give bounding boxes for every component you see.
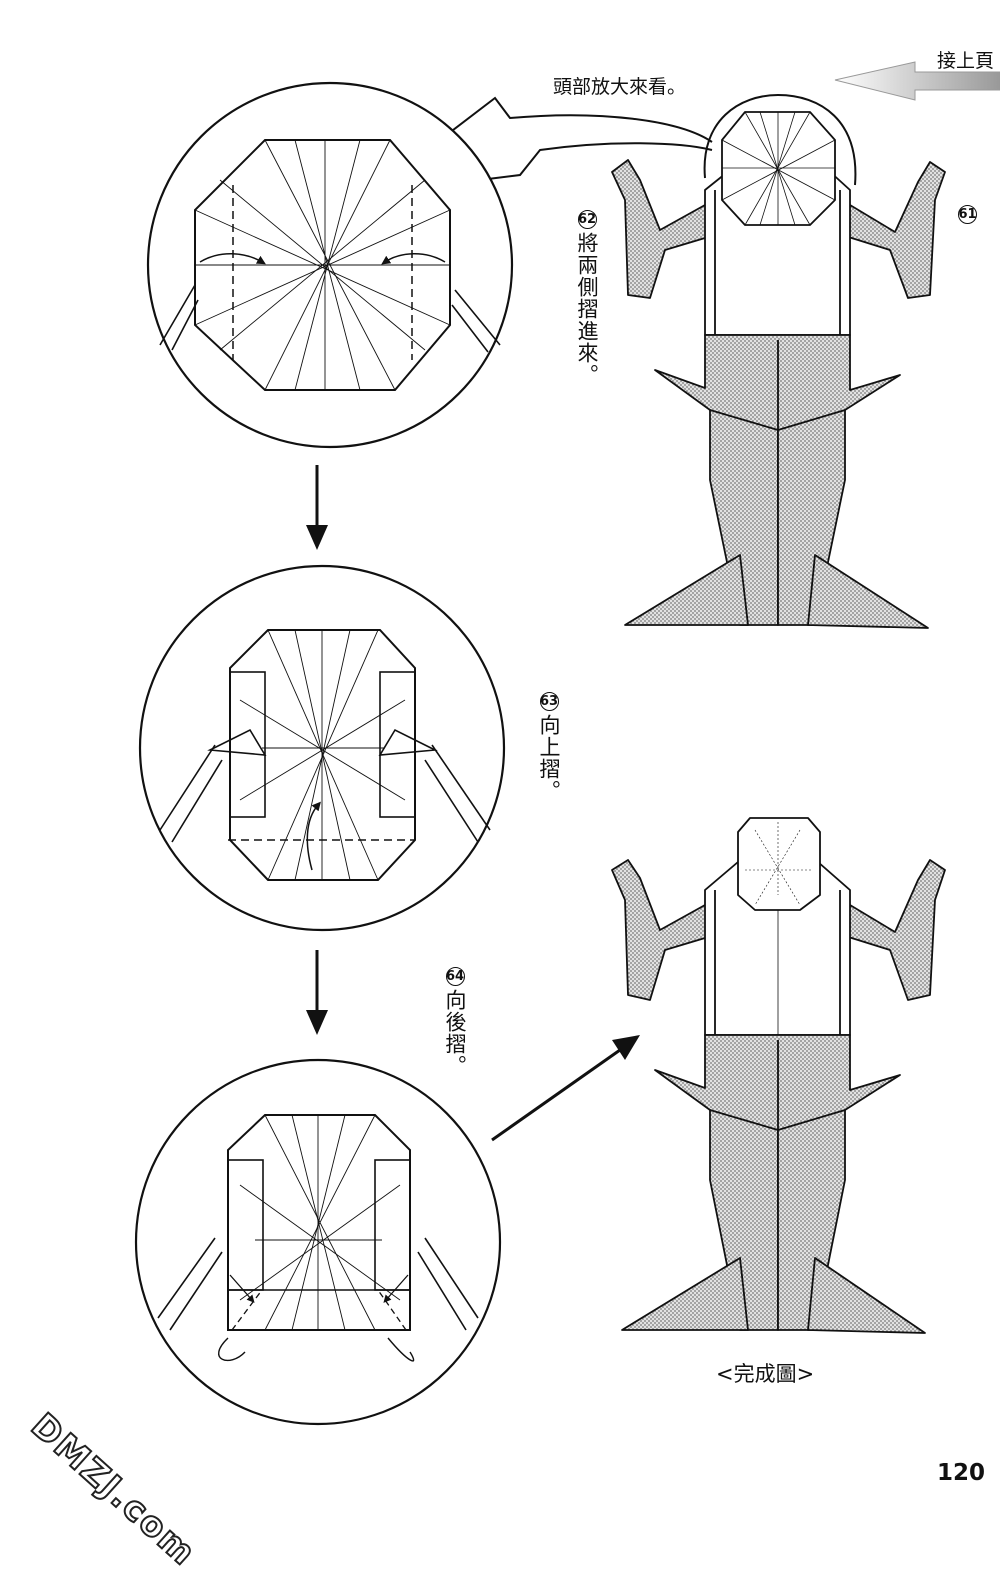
head-zoom-arc xyxy=(703,93,857,186)
step-instruction: 向後摺。 xyxy=(443,989,467,1077)
step-number-badge: 64 xyxy=(445,967,465,986)
arrow-down-icon xyxy=(306,950,328,1035)
continue-label[interactable]: 接上頁 xyxy=(937,50,995,72)
arrow-to-final-icon xyxy=(491,1035,640,1142)
arrow-down-icon xyxy=(306,465,328,550)
step-63-zoom-circle xyxy=(138,564,506,932)
step-61-label: 61 xyxy=(958,205,977,227)
step-62-label: 62 將兩側摺進來。 xyxy=(527,210,647,386)
final-penguin-figure xyxy=(611,817,946,1334)
step-64-zoom-circle xyxy=(134,1058,502,1426)
step-number-badge: 61 xyxy=(958,205,977,224)
step-number-badge: 63 xyxy=(539,692,559,711)
zoom-caption: 頭部放大來看。 xyxy=(553,76,687,98)
final-caption: <完成圖> xyxy=(716,1362,815,1386)
step-64-label: 64 向後摺。 xyxy=(425,967,485,1077)
step-instruction: 向上摺。 xyxy=(537,714,561,802)
step-63-label: 63 向上摺。 xyxy=(519,692,579,802)
step-62-zoom-circle xyxy=(146,81,514,449)
step-61-figure xyxy=(611,111,946,629)
page-number: 120 xyxy=(937,1460,986,1486)
zoom-callout-outline xyxy=(439,96,713,181)
step-number-badge: 62 xyxy=(577,210,597,229)
continue-arrow-icon[interactable] xyxy=(834,61,1000,101)
step-instruction: 將兩側摺進來。 xyxy=(575,232,599,386)
